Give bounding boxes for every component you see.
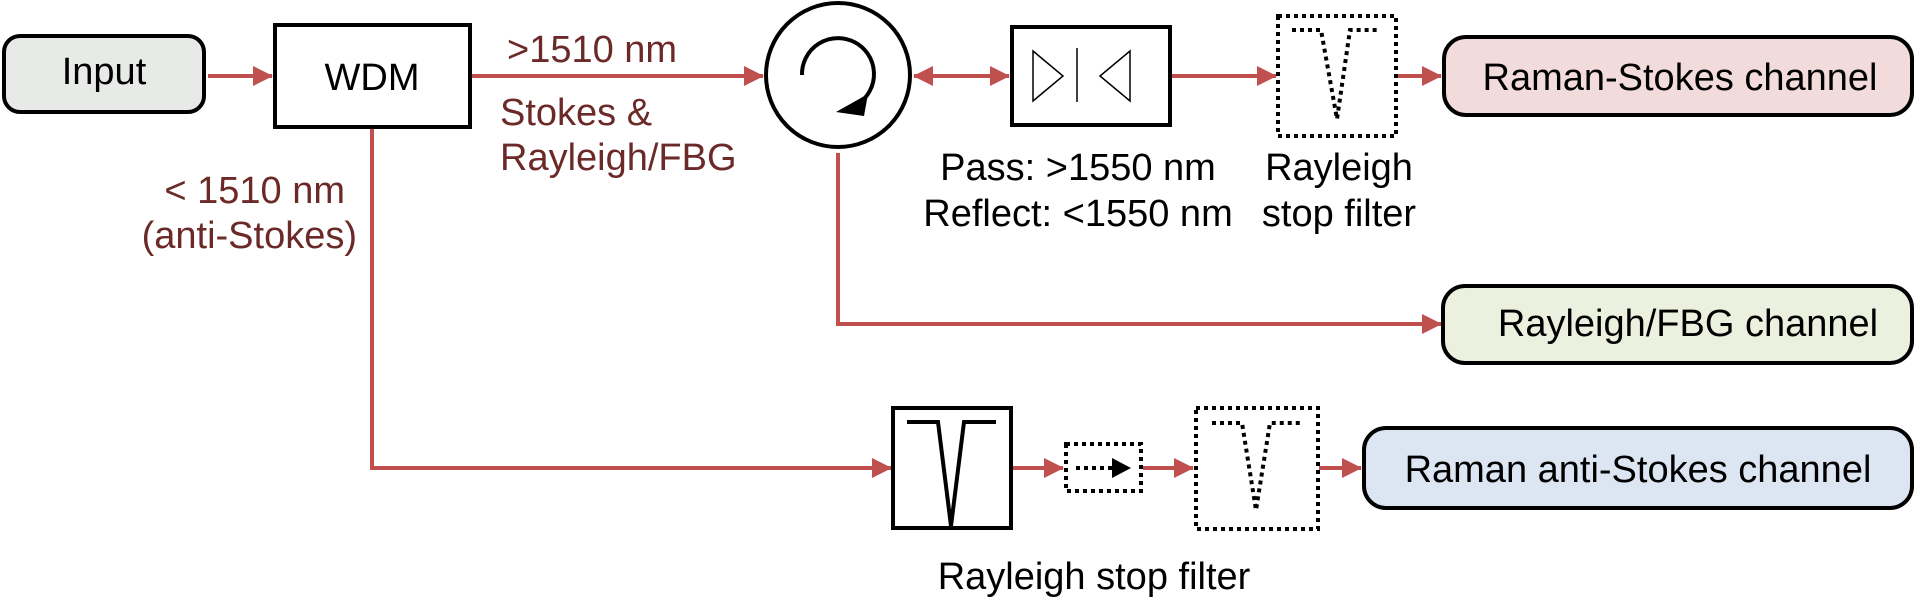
upper-branch-content-line2: Rayleigh/FBG	[500, 137, 737, 179]
raman-stokes-channel-node[interactable]: Raman-Stokes channel	[1442, 35, 1914, 117]
upper-filter-label-line2: stop filter	[1262, 193, 1417, 235]
notch-filter-icon[interactable]	[891, 406, 1013, 530]
lower-branch-wavelength: < 1510 nm	[164, 170, 345, 212]
arrow-wdm-to-lower-filter	[370, 128, 892, 478]
optional-notch-filter-lower-icon[interactable]	[1194, 406, 1320, 531]
upper-filter-label-line1: Rayleigh	[1265, 147, 1413, 189]
fbg-reflect-label: Reflect: <1550 nm	[923, 193, 1232, 235]
circulator-icon[interactable]	[764, 1, 912, 149]
upper-branch-content-line1: Stokes &	[500, 92, 652, 134]
lower-branch-content: (anti-Stokes)	[142, 215, 357, 257]
rayleigh-fbg-channel-node[interactable]: Rayleigh/FBG channel	[1441, 284, 1914, 365]
raman-anti-stokes-channel-node[interactable]: Raman anti-Stokes channel	[1362, 426, 1914, 510]
optional-isolator-icon[interactable]	[1064, 442, 1143, 493]
raman-anti-stokes-channel-label: Raman anti-Stokes channel	[1405, 449, 1872, 491]
lower-filter-label: Rayleigh stop filter	[938, 556, 1251, 598]
optional-notch-filter-icon[interactable]	[1276, 14, 1398, 138]
input-label: Input	[62, 51, 147, 93]
raman-stokes-channel-label: Raman-Stokes channel	[1483, 57, 1878, 99]
connections	[208, 66, 1442, 478]
wdm-node[interactable]: WDM	[273, 23, 472, 129]
upper-branch-wavelength: >1510 nm	[507, 29, 677, 71]
wdm-label: WDM	[325, 57, 420, 99]
fbg-pass-label: Pass: >1550 nm	[940, 147, 1216, 189]
rayleigh-fbg-channel-label: Rayleigh/FBG channel	[1498, 303, 1878, 345]
input-node[interactable]: Input	[2, 34, 206, 114]
arrow-circulator-to-rayleigh-fbg	[836, 153, 1442, 334]
fiber-bragg-grating-icon[interactable]	[1010, 25, 1172, 127]
